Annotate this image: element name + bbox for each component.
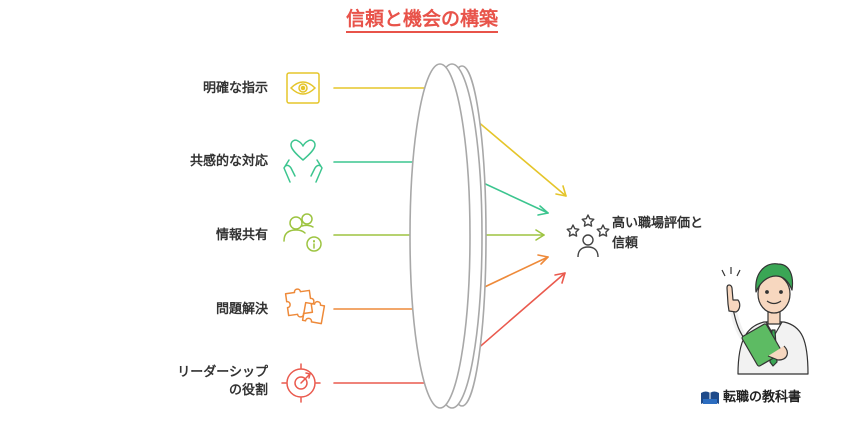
input-label-info-sharing: 情報共有 bbox=[118, 227, 268, 245]
input-label-text: 情報共有 bbox=[215, 228, 268, 243]
page-title: 信頼と機会の構築 bbox=[0, 4, 844, 33]
puzzle-icon bbox=[284, 288, 326, 325]
input-label-problem-solving: 問題解決 bbox=[118, 301, 268, 319]
mascot-illustration bbox=[721, 263, 809, 375]
brand-logo: 転職の教科書 bbox=[700, 386, 801, 406]
people-info-icon bbox=[283, 213, 322, 252]
input-label-text: リーダーシップ bbox=[177, 365, 268, 380]
output-label: 高い職場評価と 信頼 bbox=[612, 214, 703, 254]
output-label-line: 高い職場評価と bbox=[612, 216, 704, 231]
input-label-text: 問題解決 bbox=[215, 302, 268, 317]
input-label-text: 共感的な対応 bbox=[189, 154, 268, 169]
book-icon bbox=[701, 391, 719, 404]
input-label-text: の役割 bbox=[228, 383, 268, 398]
target-icon bbox=[281, 363, 321, 403]
page-title-text: 信頼と機会の構築 bbox=[345, 8, 498, 33]
input-label-empathy: 共感的な対応 bbox=[118, 153, 268, 171]
input-label-text: 明確な指示 bbox=[202, 81, 268, 96]
brand-text: 転職の教科書 bbox=[723, 390, 802, 405]
output-label-line: 信頼 bbox=[612, 236, 639, 251]
heart-hands-icon bbox=[283, 139, 323, 183]
lens-shape bbox=[409, 63, 487, 409]
input-label-leadership: リーダーシップ の役割 bbox=[118, 364, 268, 400]
person-stars-icon bbox=[566, 214, 610, 258]
eye-icon bbox=[286, 72, 320, 104]
input-label-clear-instructions: 明確な指示 bbox=[118, 80, 268, 98]
